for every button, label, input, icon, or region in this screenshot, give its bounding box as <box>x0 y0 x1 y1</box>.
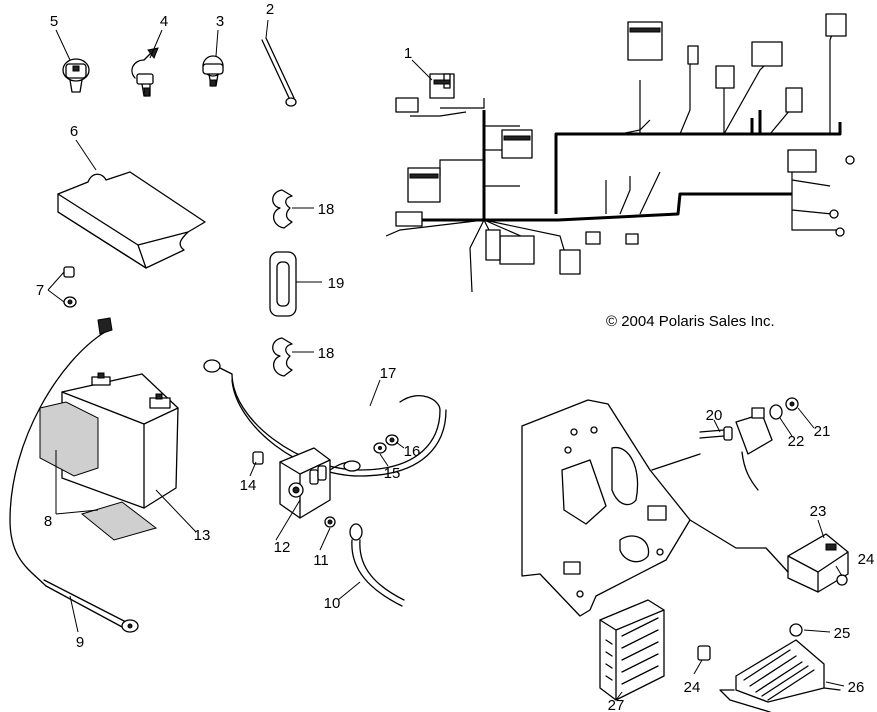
callout-22: 22 <box>788 433 805 450</box>
screw-icon <box>252 451 264 465</box>
rubber-strap-icon <box>269 251 297 317</box>
callout-18: 18 <box>318 201 335 218</box>
wire-harness-icon <box>385 13 855 293</box>
screw-icon <box>697 645 711 661</box>
battery-decal-icon <box>39 401 158 541</box>
callout-7: 7 <box>36 282 44 299</box>
callout-9: 9 <box>76 634 84 651</box>
leader-lines <box>47 19 845 701</box>
harness-clip-icon <box>62 58 90 93</box>
starter-solenoid-icon <box>279 447 361 519</box>
washer-icon <box>769 404 783 420</box>
voltage-regulator-icon <box>599 599 665 701</box>
callout-27: 27 <box>608 697 625 712</box>
callout-13: 13 <box>194 527 211 544</box>
callout-10: 10 <box>324 595 341 612</box>
rubber-strap-hook-icon <box>272 189 293 229</box>
ignition-coil-icon <box>735 407 773 491</box>
ground-cable-icon <box>43 579 139 633</box>
positive-cable-icon <box>203 359 447 477</box>
callout-17: 17 <box>380 365 397 382</box>
battery-pad-icon <box>57 171 206 269</box>
callout-23: 23 <box>810 503 827 520</box>
callout-18-lower: 18 <box>318 345 335 362</box>
push-rivet-clip-icon <box>202 55 224 87</box>
bolt-icon <box>699 426 733 441</box>
antenna-rod-icon <box>261 37 297 107</box>
washer-icon <box>373 442 387 454</box>
callout-24-lower: 24 <box>684 679 701 696</box>
rectifier-regulator-icon <box>719 639 841 712</box>
bolt-and-nut-icon <box>63 266 77 308</box>
callout-24: 24 <box>858 551 875 568</box>
callout-25: 25 <box>834 625 851 642</box>
callout-15: 15 <box>384 465 401 482</box>
nut-icon <box>385 434 399 446</box>
callout-4: 4 <box>160 13 168 30</box>
callout-3: 3 <box>216 13 224 30</box>
rubber-strap-hook-icon <box>272 337 293 377</box>
battery-icon <box>9 317 179 587</box>
callout-2: 2 <box>266 1 274 18</box>
callout-1: 1 <box>404 45 412 62</box>
callout-16: 16 <box>404 443 421 460</box>
callout-12: 12 <box>274 539 291 556</box>
callout-20: 20 <box>706 407 723 424</box>
cdi-module-icon <box>689 519 849 593</box>
nut-icon <box>324 516 336 528</box>
cable-tie-clip-icon <box>131 47 159 97</box>
screw-icon <box>836 574 848 586</box>
nut-icon <box>789 623 803 637</box>
mounting-plate-icon <box>521 399 701 617</box>
callout-26: 26 <box>848 679 865 696</box>
callout-11: 11 <box>313 552 329 569</box>
battery-cable-icon <box>349 523 405 607</box>
callout-labels: 5 4 3 2 1 6 7 8 9 10 11 12 13 14 15 16 1… <box>36 1 875 712</box>
callout-21: 21 <box>814 423 831 440</box>
copyright-notice: © 2004 Polaris Sales Inc. <box>606 313 775 330</box>
nut-icon <box>785 397 799 411</box>
callout-5: 5 <box>50 13 58 30</box>
callout-19: 19 <box>328 275 345 292</box>
callout-14: 14 <box>240 477 257 494</box>
callout-8: 8 <box>44 513 52 530</box>
callout-6: 6 <box>70 123 78 140</box>
